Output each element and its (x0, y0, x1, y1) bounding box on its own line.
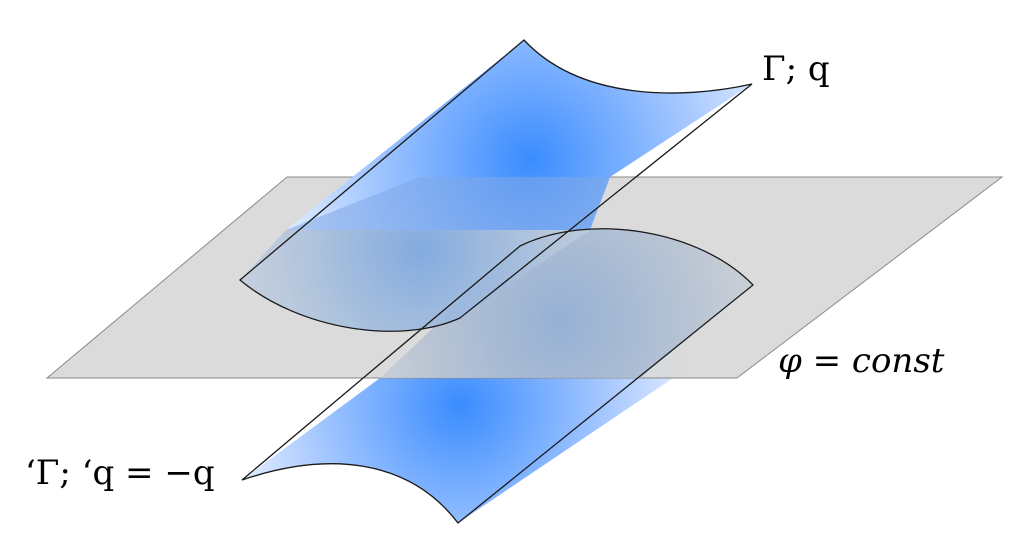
upper-sheet-band (286, 177, 610, 230)
lower-sheet-below (242, 335, 737, 523)
upper-sheet-label: Γ; q (762, 49, 830, 89)
upper-sheet-above (286, 40, 752, 230)
lower-sheet-above (380, 228, 753, 378)
lower-sheet-outline (241, 228, 754, 524)
upper-sheet-lower-part (240, 230, 590, 332)
plane-label: φ = const (778, 341, 945, 381)
upper-sheet-outline (238, 39, 753, 332)
lower-sheet-label: ‘Γ; ‘q = −q (25, 453, 215, 493)
